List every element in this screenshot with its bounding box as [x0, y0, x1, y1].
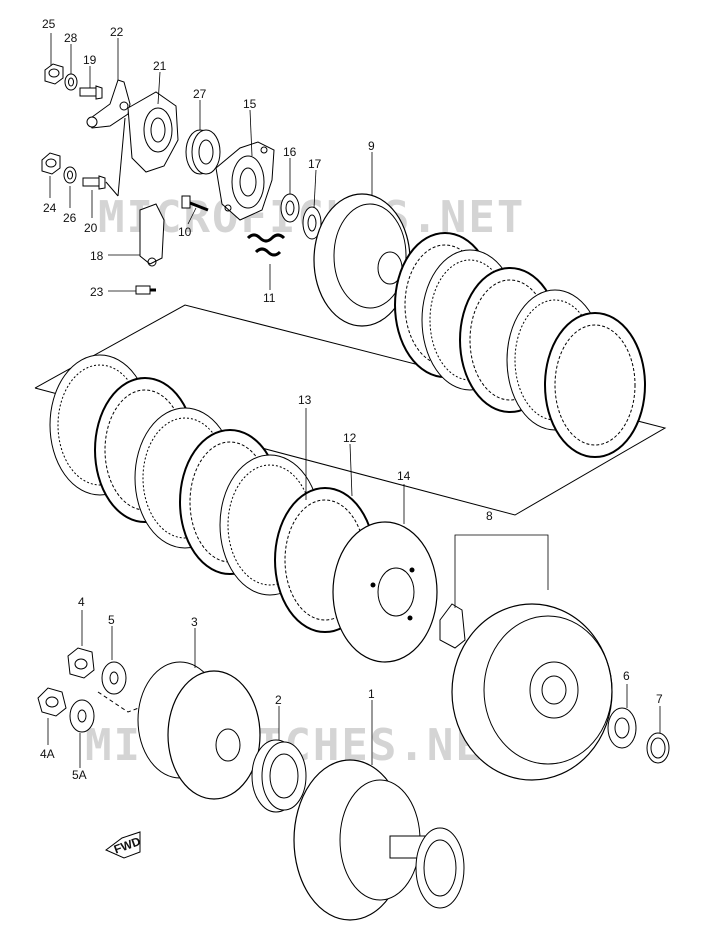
- callout-19: 19: [83, 53, 97, 67]
- callout-6: 6: [623, 669, 630, 683]
- friction-plate-top-3: [544, 312, 646, 458]
- part-26-washer: [63, 166, 77, 184]
- direction-badge: FWD: [105, 831, 143, 859]
- part-19-bolt: [79, 85, 103, 100]
- part-3-clutch-hub: [137, 661, 261, 800]
- part-23-bolt: [135, 285, 156, 295]
- part-4a-flange-nut: [37, 687, 67, 717]
- callout-12: 12: [343, 431, 357, 445]
- part-27-bearing: [185, 129, 221, 175]
- part-1-primary-drum: [293, 759, 465, 921]
- leader-20: [105, 181, 119, 197]
- callout-4a: 4A: [40, 747, 55, 761]
- callout-25: 25: [42, 17, 56, 31]
- part-18-shift-arm: [139, 203, 165, 267]
- part-25-nut: [44, 63, 64, 85]
- part-20-bolt: [82, 175, 106, 190]
- callout-22: 22: [110, 25, 124, 39]
- part-11-springs: [246, 233, 286, 257]
- part-5-washer: [101, 661, 127, 695]
- leader-assembly: [117, 117, 126, 197]
- part-9-pressure-plate: [313, 193, 411, 327]
- callout-4: 4: [78, 595, 85, 609]
- callout-3: 3: [191, 615, 198, 629]
- part-17-washer: [302, 206, 322, 240]
- part-14-pressure-disc: [332, 521, 438, 663]
- part-4-nut: [67, 647, 95, 679]
- part-2-one-way-clutch: [251, 739, 307, 813]
- callout-18: 18: [90, 249, 104, 263]
- callout-28: 28: [64, 31, 78, 45]
- callout-7: 7: [656, 692, 663, 706]
- part-16-bearing: [280, 193, 300, 223]
- callout-17: 17: [308, 157, 322, 171]
- callout-20: 20: [84, 221, 98, 235]
- part-8-clutch-housing: [439, 603, 613, 781]
- callout-2: 2: [275, 693, 282, 707]
- callout-8: 8: [486, 509, 493, 523]
- callout-10: 10: [178, 225, 192, 239]
- callout-26: 26: [63, 211, 77, 225]
- part-28-washer: [64, 73, 78, 91]
- part-6-washer: [607, 707, 637, 749]
- callout-1: 1: [368, 687, 375, 701]
- callout-16: 16: [283, 145, 297, 159]
- callout-14: 14: [397, 469, 411, 483]
- callout-11: 11: [263, 291, 276, 305]
- callout-21: 21: [153, 59, 167, 73]
- part-7-circlip: [646, 732, 670, 764]
- leader-lines: [47, 33, 661, 768]
- callout-5: 5: [108, 613, 115, 627]
- part-10-bolt: [181, 195, 209, 212]
- part-15-pressure-flange: [215, 141, 275, 221]
- part-21-release-arm: [127, 91, 179, 173]
- callout-24: 24: [43, 201, 57, 215]
- part-22-lever: [86, 79, 131, 129]
- plate-stack-bracket: [34, 304, 667, 516]
- callout-9: 9: [368, 139, 375, 153]
- callout-23: 23: [90, 285, 104, 299]
- callout-labels: 25 28 19 22 21 27 15 16 17 9 24 26 20 10…: [40, 17, 663, 782]
- callout-13: 13: [298, 393, 312, 407]
- callout-5a: 5A: [72, 768, 87, 782]
- callout-15: 15: [243, 97, 257, 111]
- callout-27: 27: [193, 87, 207, 101]
- part-24-nut: [41, 152, 61, 175]
- part-5a-washer: [69, 699, 95, 733]
